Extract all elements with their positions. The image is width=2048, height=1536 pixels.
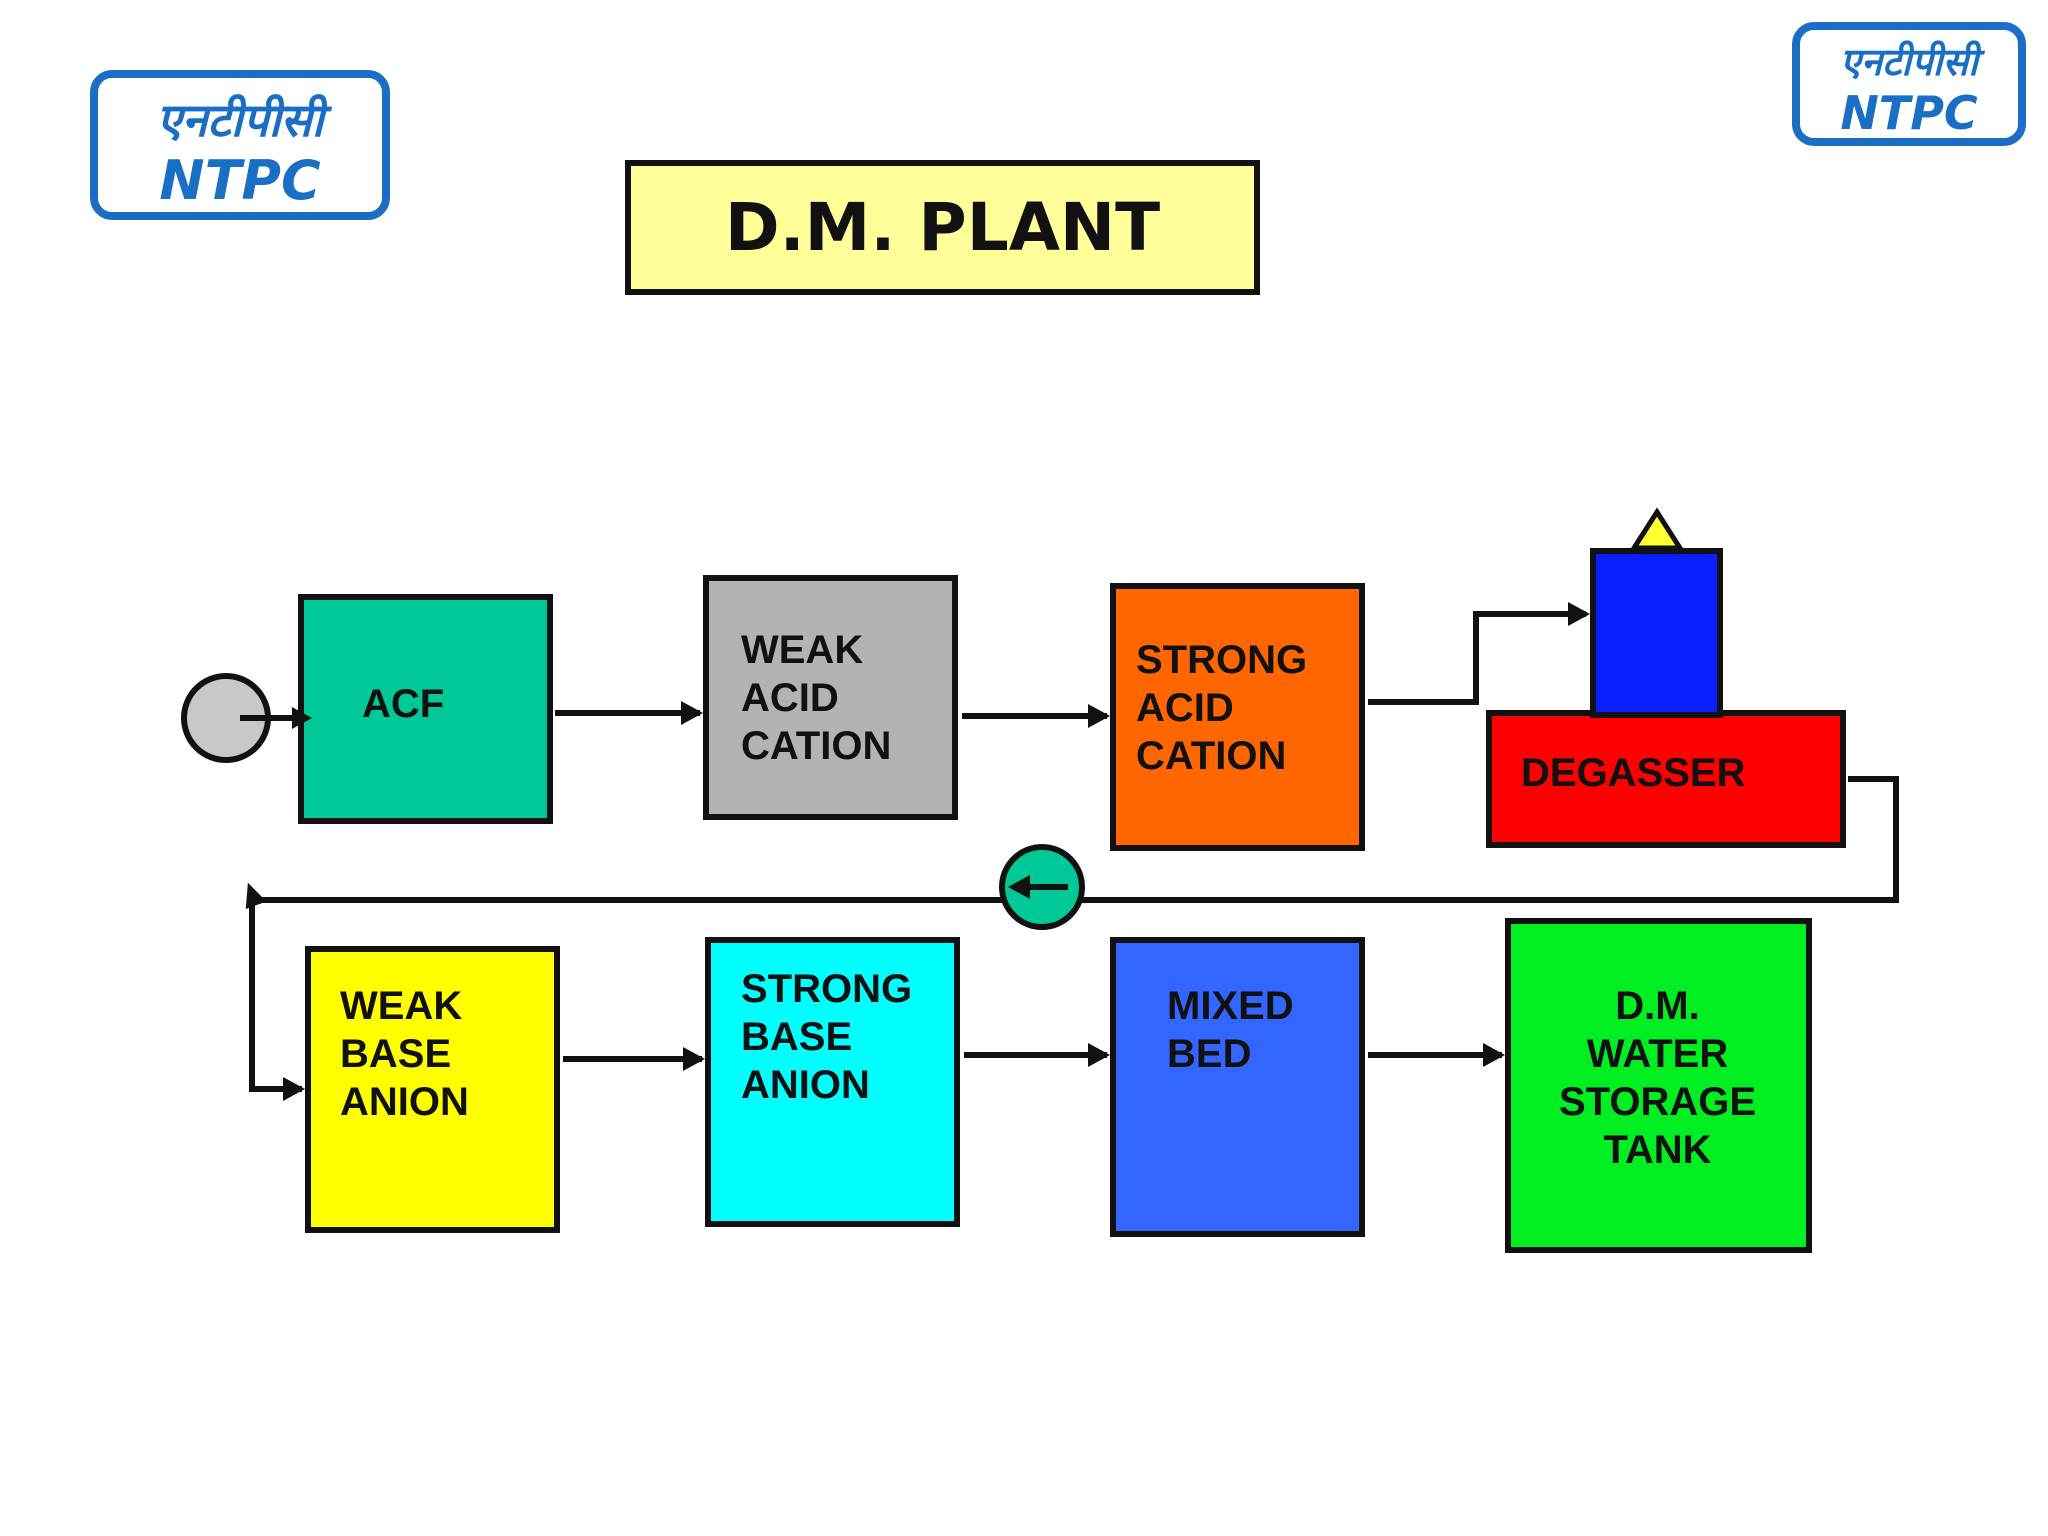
ntpc-logo-left: एनटीपीसी NTPC xyxy=(90,70,390,220)
weak-acid-cation-unit xyxy=(703,575,958,820)
arrow-return-corner xyxy=(245,882,267,910)
weak-base-anion-label: WEAK BASE ANION xyxy=(340,984,469,1124)
page-title: D.M. PLANT xyxy=(724,189,1161,266)
arrow-sac xyxy=(1088,704,1110,728)
flow-sac-to-degasser xyxy=(1368,611,1586,705)
weak-base-anion-unit xyxy=(305,946,560,1233)
weak-acid-cation-label: WEAK ACID CATION xyxy=(741,628,892,768)
degasser-tower xyxy=(1590,548,1723,718)
mixed-bed-unit xyxy=(1110,937,1365,1237)
strong-acid-cation-label: STRONG ACID CATION xyxy=(1136,638,1308,778)
transfer-pump-arrowhead xyxy=(1008,875,1030,899)
arrow-degasser xyxy=(1568,602,1590,626)
arrow-acf xyxy=(292,707,312,729)
degasser-vent xyxy=(1629,507,1685,551)
acf-unit xyxy=(298,594,553,824)
title-box: D.M. PLANT xyxy=(625,160,1260,295)
arrow-sba xyxy=(683,1047,705,1071)
arrow-wac xyxy=(681,701,703,725)
arrow-wba xyxy=(283,1077,305,1101)
strong-acid-cation-unit xyxy=(1110,583,1365,851)
arrow-mb xyxy=(1088,1043,1110,1067)
mixed-bed-label: MIXED BED xyxy=(1167,984,1294,1076)
acf-label: ACF xyxy=(362,682,445,726)
degasser-unit xyxy=(1486,710,1846,848)
logo-left-english: NTPC xyxy=(159,149,321,212)
strong-base-anion-label: STRONG BASE ANION xyxy=(741,967,913,1107)
flow-return-to-wba xyxy=(249,897,1003,1092)
ntpc-logo-right: एनटीपीसी NTPC xyxy=(1792,22,2026,146)
dm-water-storage-tank xyxy=(1505,918,1812,1253)
logo-left-hindi: एनटीपीसी xyxy=(156,93,324,147)
strong-base-anion-unit xyxy=(705,937,960,1227)
logo-right-hindi: एनटीपीसी xyxy=(1839,40,1979,84)
degasser-label: DEGASSER xyxy=(1521,751,1746,795)
storage-tank-label: D.M. WATER STORAGE TANK xyxy=(1558,984,1757,1172)
flow-degasser-return xyxy=(1080,776,1899,903)
arrow-tank xyxy=(1483,1043,1505,1067)
logo-right-english: NTPC xyxy=(1840,86,1978,140)
